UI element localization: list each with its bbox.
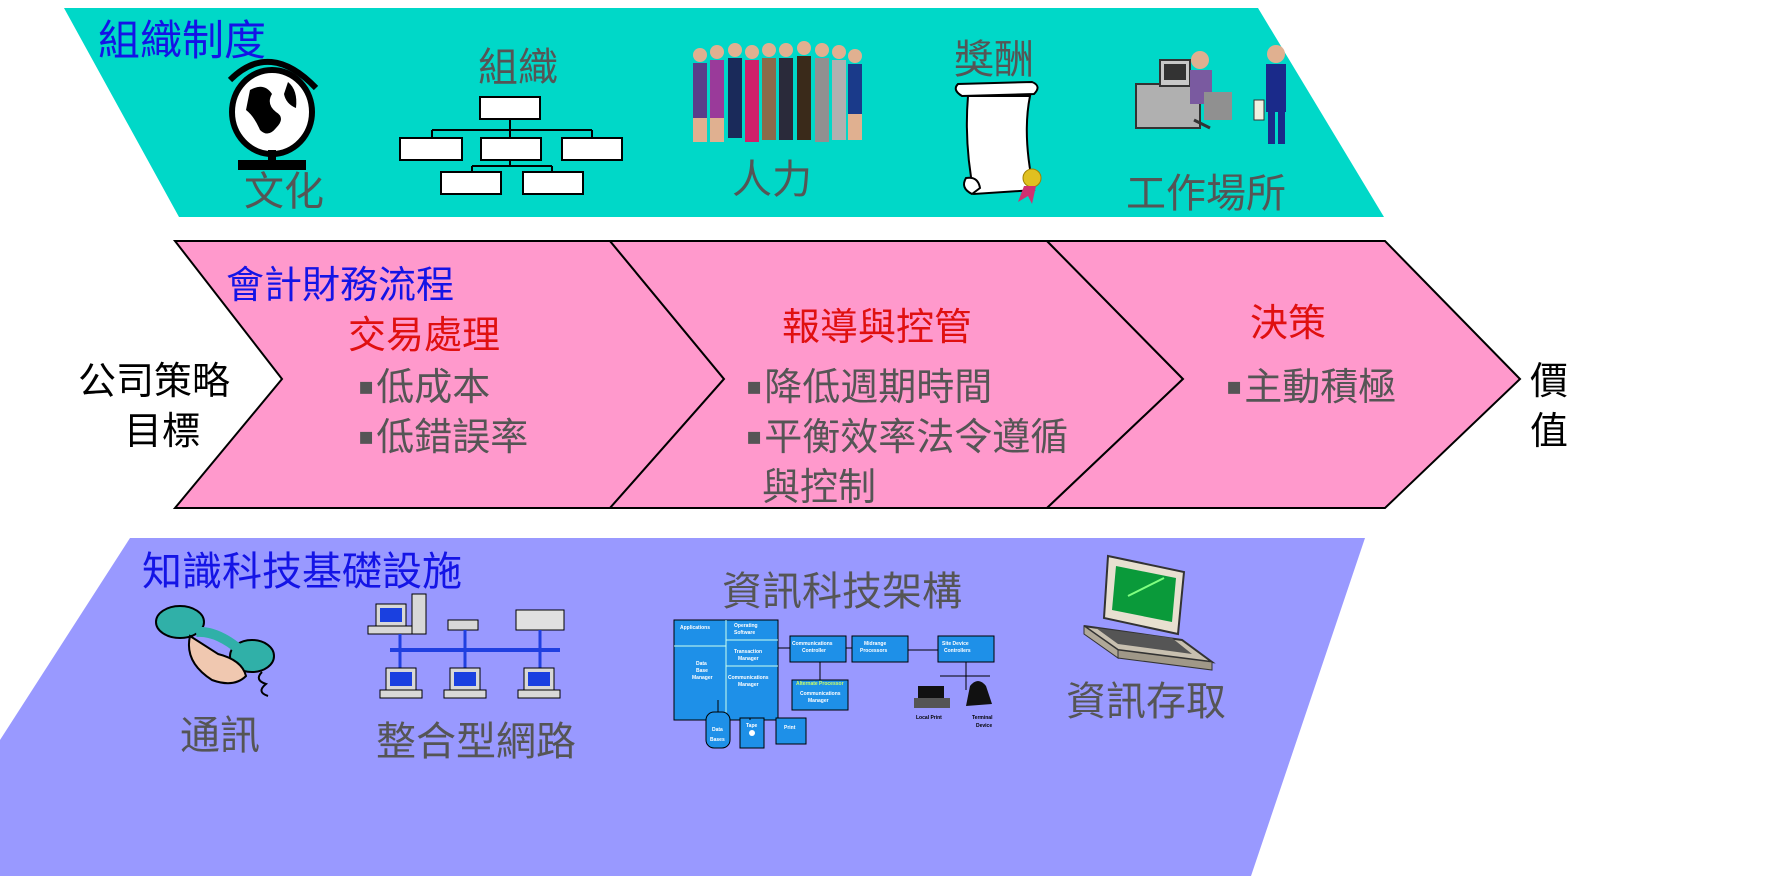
telephone-icon	[155, 605, 275, 697]
strategy-label-line1: 公司策略	[78, 359, 231, 403]
dg-database-1: Data	[696, 661, 707, 667]
dg-controller-1: Communications	[792, 641, 833, 647]
label-communication: 通訊	[180, 713, 260, 759]
dg-tape: Tape	[746, 723, 758, 729]
stage-decision-item-1: 主動積極	[1226, 368, 1396, 406]
dg-transaction-2: Manager	[738, 656, 759, 662]
dg-databases-2: Bases	[710, 737, 725, 743]
dg-operating-2: Software	[734, 630, 756, 636]
label-reward: 獎酬	[954, 37, 1034, 83]
dg-operating-1: Operating	[734, 623, 758, 629]
integrated-network-icon	[367, 593, 565, 699]
stage-reporting-title: 報導與控管	[782, 305, 973, 349]
diploma-scroll-icon	[954, 80, 1042, 204]
stage-transaction-title: 交易處理	[348, 313, 501, 357]
dg-terminal-2: Device	[976, 723, 993, 729]
dg-comm2-2: Manager	[808, 698, 829, 704]
org-chart-icon	[399, 96, 623, 195]
dg-site-1: Site Device	[942, 641, 969, 647]
value-label-line1: 價	[1530, 359, 1569, 403]
top-band-title: 組織制度	[98, 16, 267, 65]
dg-print: Print	[784, 725, 796, 731]
people-group-icon	[693, 41, 862, 142]
label-workplace: 工作場所	[1126, 171, 1286, 217]
stage-transaction-item-1: 低成本	[358, 368, 490, 406]
dg-midrange-1: Midrange	[864, 641, 887, 647]
dg-databases-1: Data	[712, 727, 723, 733]
stage-transaction-item-2: 低錯誤率	[358, 418, 528, 456]
label-manpower: 人力	[732, 157, 812, 203]
dg-database-3: Manager	[692, 675, 713, 681]
dg-comm-2: Manager	[738, 682, 759, 688]
label-organization: 組織	[478, 45, 558, 91]
dg-controller-2: Controller	[802, 648, 826, 654]
label-culture: 文化	[244, 169, 324, 215]
stage-reporting-item-1: 降低週期時間	[746, 368, 992, 406]
label-it-architecture: 資訊科技架構	[722, 569, 962, 615]
laptop-icon	[1083, 554, 1216, 671]
dg-transaction-1: Transaction	[734, 649, 763, 655]
dg-alternate: Alternate Processor	[796, 681, 844, 687]
bottom-band-title: 知識科技基礎設施	[142, 549, 462, 595]
dg-comm2-1: Communications	[800, 691, 841, 697]
dg-database-2: Base	[696, 668, 708, 674]
globe-icon	[227, 58, 319, 170]
middle-band-title: 會計財務流程	[226, 263, 455, 307]
stage-reporting-item-2: 平衡效率法令遵循	[746, 418, 1068, 456]
strategy-label-line2: 目標	[124, 409, 201, 453]
stage-reporting-item-3: 與控制	[762, 465, 877, 509]
value-label-line2: 值	[1530, 409, 1569, 453]
stage-decision-title: 決策	[1250, 301, 1327, 345]
dg-midrange-2: Processors	[860, 648, 888, 654]
dg-local-print: Local Print	[916, 715, 942, 721]
it-architecture-icon	[673, 619, 995, 749]
dg-site-2: Controllers	[944, 648, 971, 654]
dg-comm-1: Communications	[728, 675, 769, 681]
label-integrated-network: 整合型網路	[376, 719, 576, 765]
workstation-icon	[1135, 45, 1286, 144]
label-information-access: 資訊存取	[1066, 679, 1226, 725]
dg-applications: Applications	[680, 625, 711, 631]
dg-terminal-1: Terminal	[972, 715, 993, 721]
